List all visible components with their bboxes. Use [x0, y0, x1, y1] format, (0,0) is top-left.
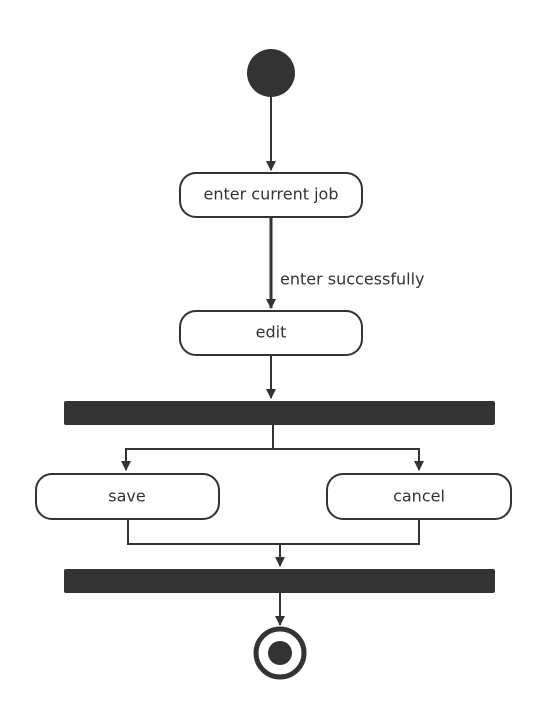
action-save[interactable]: save	[35, 473, 220, 520]
initial-node	[247, 49, 295, 97]
action-enter-current-job[interactable]: enter current job	[179, 172, 363, 218]
action-edit-label: edit	[256, 323, 287, 342]
edge-fork-to-cancel	[273, 448, 424, 471]
action-save-label: save	[108, 487, 145, 506]
action-edit[interactable]: edit	[179, 310, 363, 356]
action-cancel[interactable]: cancel	[326, 473, 512, 520]
final-node-core	[268, 641, 292, 665]
edge-save-to-join	[127, 519, 280, 545]
join-bar	[64, 569, 495, 593]
final-node	[253, 626, 307, 680]
edge-fork-to-save	[121, 425, 274, 471]
edge-cancel-to-join	[280, 519, 420, 545]
edge-label-enter-successfully: enter successfully	[280, 270, 424, 289]
fork-bar	[64, 401, 495, 425]
action-cancel-label: cancel	[393, 487, 445, 506]
action-enter-current-job-label: enter current job	[204, 185, 339, 204]
